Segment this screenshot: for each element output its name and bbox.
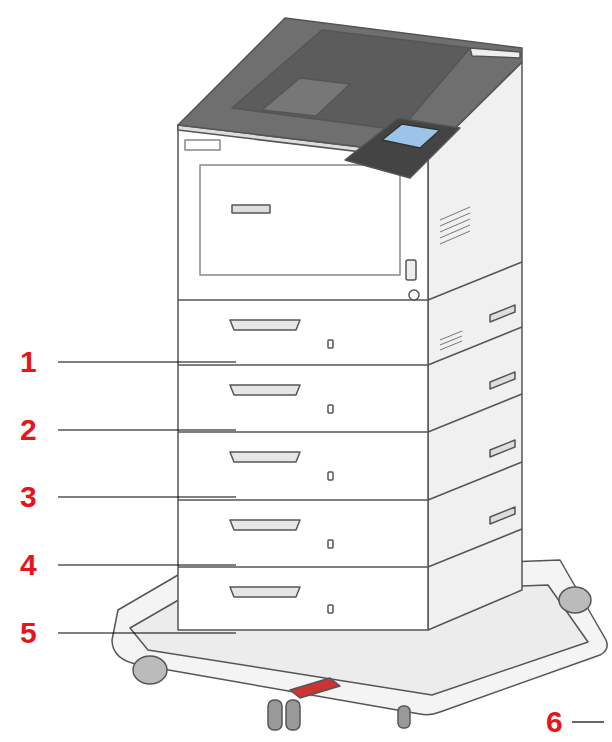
callout-number: 5: [20, 618, 37, 648]
front-face: [178, 125, 428, 630]
output-tray: [232, 30, 470, 130]
lock-pedal: [290, 678, 340, 698]
control-panel: [345, 118, 460, 178]
callout-number: 3: [20, 482, 37, 512]
caster-wheel: [559, 587, 591, 613]
side-face: [428, 62, 522, 630]
top-cover: [178, 18, 522, 155]
leader-line: [58, 362, 604, 722]
callout-number: 1: [20, 347, 37, 377]
callout-number: 6: [546, 707, 563, 737]
caster-wheel: [286, 700, 300, 730]
caster-wheel: [398, 706, 410, 728]
caster-wheel: [268, 700, 282, 730]
callout-number: 4: [20, 550, 37, 580]
caster-wheel: [133, 656, 167, 684]
callout-number: 2: [20, 415, 37, 445]
